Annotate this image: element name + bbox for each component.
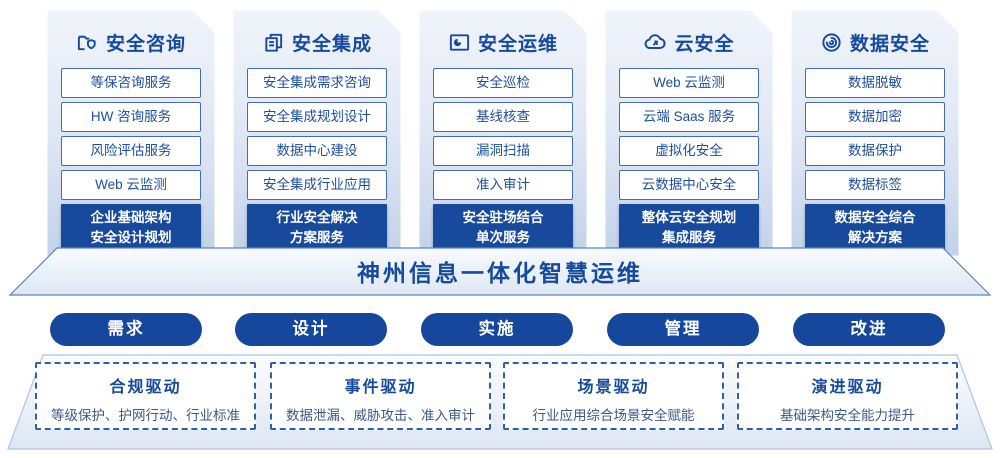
driver-title: 演进驱动 [811, 379, 884, 396]
solution-line: 整体云安全规划 [641, 210, 737, 226]
card-data-security: 数据安全 数据脱敏 数据加密 数据保护 数据标签 数据安全综合 解决方案 [791, 10, 959, 256]
service-item: 安全巡检 [433, 68, 573, 98]
solution-line: 安全设计规划 [90, 230, 172, 245]
service-item: 漏洞扫描 [433, 136, 573, 166]
card-security-integration: 安全集成 安全集成需求咨询 安全集成规划设计 数据中心建设 安全集成行业应用 行… [233, 10, 401, 256]
phase-pill-improve: 改进 [793, 313, 945, 346]
cloud-icon [643, 30, 667, 54]
driver-desc: 基础架构安全能力提升 [780, 408, 915, 423]
service-item: 数据标签 [805, 170, 945, 200]
solution-box: 企业基础架构 安全设计规划 [61, 204, 201, 252]
solution-box: 数据安全综合 解决方案 [805, 204, 945, 252]
card-security-operations: 安全运维 安全巡检 基线核查 漏洞扫描 准入审计 安全驻场结合 单次服务 [419, 10, 587, 256]
card-header: 云安全 [605, 27, 773, 57]
driver-title: 场景驱动 [577, 379, 650, 396]
service-item: HW 咨询服务 [61, 102, 201, 132]
service-item: 安全集成行业应用 [247, 170, 387, 200]
card-header: 安全运维 [419, 27, 587, 57]
phase-pill-implement: 实施 [421, 313, 573, 346]
solution-line: 单次服务 [476, 230, 530, 245]
solution-line: 安全驻场结合 [462, 210, 544, 226]
stacked-documents-icon [262, 31, 285, 54]
card-header: 安全咨询 [47, 27, 215, 57]
banner-shape [8, 247, 992, 296]
card-header: 安全集成 [233, 27, 401, 57]
service-item: 风险评估服务 [61, 136, 201, 166]
solution-line: 企业基础架构 [90, 210, 172, 226]
folder-shield-icon [76, 31, 99, 54]
driver-desc: 行业应用综合场景安全赋能 [532, 408, 695, 423]
service-item: 云数据中心安全 [619, 170, 759, 200]
driver-title: 事件驱动 [344, 379, 417, 396]
service-item: 安全集成需求咨询 [247, 68, 387, 98]
card-cloud-security: 云安全 Web 云监测 云端 Saas 服务 虚拟化安全 云数据中心安全 整体云… [605, 10, 773, 256]
phase-pill-design: 设计 [235, 313, 387, 346]
phase-pill-requirement: 需求 [50, 313, 202, 346]
service-item: 等保咨询服务 [61, 68, 201, 98]
service-item: 安全集成规划设计 [247, 102, 387, 132]
solution-line: 行业安全解决 [276, 210, 358, 226]
solution-box: 整体云安全规划 集成服务 [619, 204, 759, 252]
service-item: 准入审计 [433, 170, 573, 200]
driver-desc: 数据泄漏、威胁攻击、准入审计 [286, 408, 475, 423]
service-item: Web 云监测 [619, 68, 759, 98]
driver-box-scenario: 场景驱动 行业应用综合场景安全赋能 [503, 362, 724, 430]
solution-line: 集成服务 [662, 230, 716, 245]
card-header: 数据安全 [791, 27, 959, 57]
card-title: 安全运维 [477, 33, 558, 55]
driver-title: 合规驱动 [109, 379, 182, 396]
driver-box-evolution: 演进驱动 基础架构安全能力提升 [737, 362, 958, 430]
card-title: 安全咨询 [105, 33, 186, 55]
card-security-consulting: 安全咨询 等保咨询服务 HW 咨询服务 风险评估服务 Web 云监测 企业基础架… [47, 10, 215, 256]
card-title: 安全集成 [291, 33, 372, 55]
service-item: 数据加密 [805, 102, 945, 132]
card-title: 云安全 [674, 33, 735, 55]
driver-box-compliance: 合规驱动 等级保护、护网行动、行业标准 [35, 362, 256, 430]
service-item: 数据脱敏 [805, 68, 945, 98]
service-item: 基线核查 [433, 102, 573, 132]
solution-line: 方案服务 [290, 230, 344, 245]
service-item: 虚拟化安全 [619, 136, 759, 166]
phase-pill-manage: 管理 [607, 313, 759, 346]
service-item: 数据保护 [805, 136, 945, 166]
driver-box-incident: 事件驱动 数据泄漏、威胁攻击、准入审计 [270, 362, 491, 430]
fingerprint-icon [820, 31, 843, 54]
service-item: 数据中心建设 [247, 136, 387, 166]
folder-pie-icon [448, 31, 471, 54]
solution-line: 数据安全综合 [834, 210, 916, 226]
solution-box: 行业安全解决 方案服务 [247, 204, 387, 252]
banner-title: 神州信息一体化智慧运维 [357, 260, 643, 286]
card-title: 数据安全 [849, 33, 930, 55]
service-item: 云端 Saas 服务 [619, 102, 759, 132]
driver-desc: 等级保护、护网行动、行业标准 [51, 408, 240, 423]
solution-line: 解决方案 [848, 230, 902, 245]
service-item: Web 云监测 [61, 170, 201, 200]
solution-box: 安全驻场结合 单次服务 [433, 204, 573, 252]
